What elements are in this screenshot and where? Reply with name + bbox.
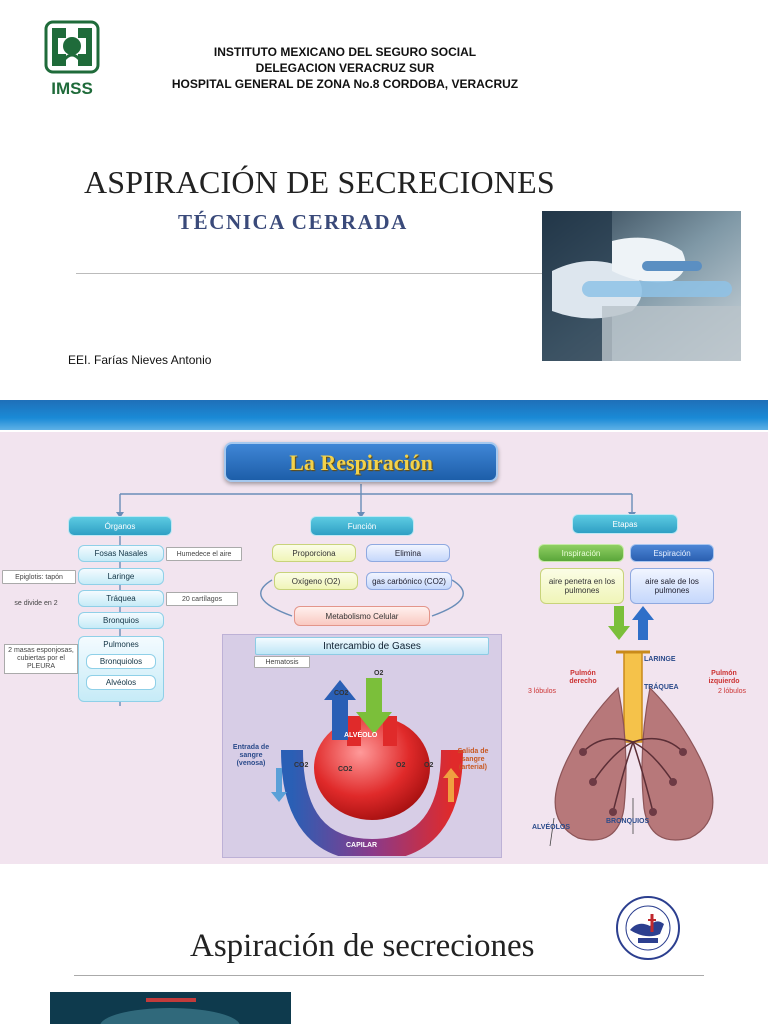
funcion-elimina: Elimina bbox=[366, 544, 450, 562]
funcion-oxigeno: Oxígeno (O2) bbox=[274, 572, 358, 590]
cover-subtitle: TÉCNICA CERRADA bbox=[178, 210, 408, 234]
note-cartilagos: 20 cartílagos bbox=[166, 592, 238, 606]
alveolo-label: ALVÉOLO bbox=[344, 732, 378, 739]
author-name: EEI. Farías Nieves Antonio bbox=[68, 353, 212, 367]
organ-traquea: Tráquea bbox=[78, 590, 164, 607]
divider bbox=[76, 273, 546, 274]
intercambio-title: Intercambio de Gases bbox=[255, 637, 489, 655]
institution-line: HOSPITAL GENERAL DE ZONA No.8 CORDOBA, V… bbox=[171, 77, 519, 91]
traquea-label: TRÁQUEA bbox=[644, 684, 679, 691]
institution-line: INSTITUTO MEXICANO DEL SEGURO SOCIAL bbox=[213, 45, 477, 59]
co2-label-left: CO2 bbox=[294, 762, 309, 769]
salida-sangre-label: Salida de sangre (arterial) bbox=[457, 748, 489, 771]
o2-label-right: O2 bbox=[424, 762, 434, 769]
procedure-photo bbox=[542, 211, 741, 361]
cover-title: ASPIRACIÓN DE SECRECIONES bbox=[84, 164, 555, 200]
organ-bronquios: Bronquios bbox=[78, 612, 164, 629]
school-seal bbox=[616, 896, 680, 960]
note-epiglotis: Epiglotis: tapón bbox=[2, 570, 76, 584]
co2-label-inner: CO2 bbox=[338, 766, 353, 773]
breathing-arrows bbox=[608, 606, 654, 640]
hematosis-label: Hematosis bbox=[254, 656, 310, 668]
section-image bbox=[50, 992, 291, 1024]
institution-line: DELEGACION VERACRUZ SUR bbox=[255, 61, 435, 75]
blue-band bbox=[0, 400, 768, 430]
note-divide: se divide en 2 bbox=[14, 600, 58, 607]
organ-pulmones: Pulmones bbox=[78, 636, 164, 702]
lungs-illustration bbox=[549, 650, 714, 847]
capilar-label: CAPILAR bbox=[346, 842, 378, 849]
divider bbox=[74, 975, 704, 976]
note-pleura: 2 masas esponjosas, cubiertas por el PLE… bbox=[4, 644, 78, 674]
bronquios-label: BRONQUIOS bbox=[606, 818, 650, 825]
section-title: Aspiración de secreciones bbox=[190, 928, 535, 964]
funcion-metabolismo: Metabolismo Celular bbox=[294, 606, 430, 626]
o2-label-top: O2 bbox=[374, 670, 384, 677]
etapa-espiracion: Espiración bbox=[630, 544, 714, 562]
alveolos-label: ALVÉOLOS bbox=[532, 824, 570, 831]
funcion-header: Función bbox=[310, 516, 414, 536]
entrada-sangre-label: Entrada de sangre (venosa) bbox=[232, 744, 270, 767]
co2-label-top: CO2 bbox=[334, 690, 349, 697]
espiracion-desc: aire sale de los pulmones bbox=[630, 568, 714, 604]
logo-text: IMSS bbox=[51, 79, 93, 98]
inspiracion-desc: aire penetra en los pulmones bbox=[540, 568, 624, 604]
note-humedece: Humedece el aire bbox=[166, 547, 242, 561]
alveolus-illustration bbox=[271, 678, 463, 856]
organ-alveolos: Alvéolos bbox=[86, 675, 156, 690]
organ-fosas-nasales: Fosas Nasales bbox=[78, 545, 164, 562]
institution-header: INSTITUTO MEXICANO DEL SEGURO SOCIAL DEL… bbox=[120, 44, 570, 92]
laringe-label: LARINGE bbox=[644, 656, 676, 663]
pulmon-derecho-label: Pulmón derecho bbox=[569, 670, 597, 685]
diagram-title: La Respiración bbox=[224, 442, 498, 482]
o2-label-inner: O2 bbox=[396, 762, 406, 769]
pulmon-izquierdo-label: Pulmón izquierdo bbox=[708, 670, 740, 685]
etapa-inspiracion: Inspiración bbox=[538, 544, 624, 562]
slide-diagram: La Respiración Órganos Fosas Nasales Lar… bbox=[0, 432, 768, 864]
pulmon-derecho-lobulos: 3 lóbulos bbox=[528, 688, 557, 695]
imss-logo: IMSS bbox=[44, 20, 100, 98]
etapas-header: Etapas bbox=[572, 514, 678, 534]
organ-laringe: Laringe bbox=[78, 568, 164, 585]
funcion-gas-carbonico: gas carbónico (CO2) bbox=[366, 572, 452, 590]
organ-bronquiolos: Bronquiolos bbox=[86, 654, 156, 669]
pulmon-izquierdo-lobulos: 2 lóbulos bbox=[718, 688, 747, 695]
organos-header: Órganos bbox=[68, 516, 172, 536]
funcion-proporciona: Proporciona bbox=[272, 544, 356, 562]
